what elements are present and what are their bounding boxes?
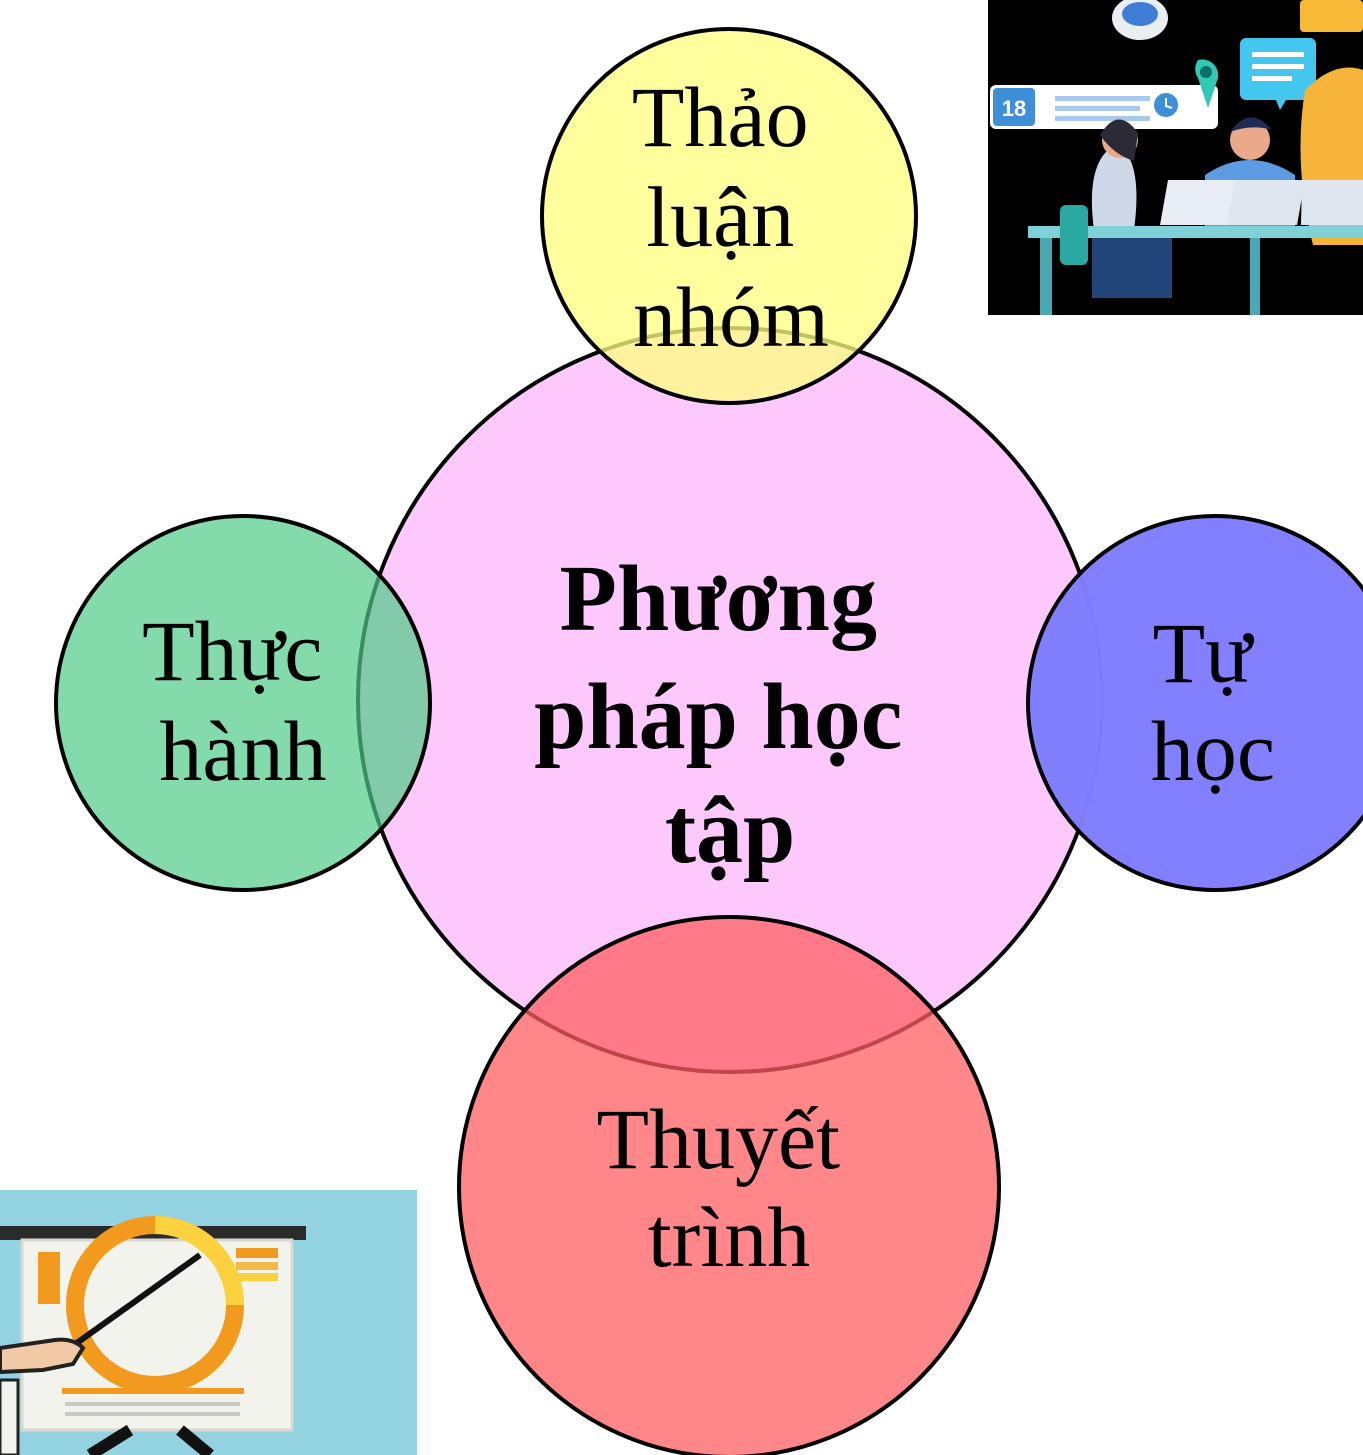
right-circle bbox=[1026, 514, 1363, 892]
right-label-line-2: học bbox=[1151, 703, 1275, 799]
top-label-line-2: luận bbox=[646, 169, 794, 265]
right-label-line-1: Tự bbox=[1153, 605, 1255, 701]
top-label-line-1: Thảo bbox=[632, 69, 809, 165]
calendar-number: 18 bbox=[1002, 96, 1026, 121]
center-label-line-3: tập bbox=[665, 779, 796, 883]
top-circle bbox=[540, 27, 918, 405]
team-meeting-illustration: 18 bbox=[988, 0, 1363, 315]
presentation-illustration bbox=[0, 1190, 417, 1455]
bottom-label-line-2: trình bbox=[648, 1189, 810, 1285]
left-label-line-1: Thực bbox=[142, 603, 322, 699]
top-label-line-3: nhóm bbox=[633, 269, 829, 365]
bottom-circle bbox=[457, 915, 1001, 1455]
center-label-line-2: pháp học bbox=[534, 665, 902, 769]
top-label: Thảo luận nhóm bbox=[632, 69, 830, 365]
left-circle bbox=[54, 514, 432, 892]
right-label: Tự học bbox=[1151, 605, 1275, 799]
bottom-label-line-1: Thuyết bbox=[596, 1091, 840, 1187]
bottom-label: Thuyết trình bbox=[596, 1091, 861, 1285]
left-label: Thực hành bbox=[142, 603, 344, 799]
left-label-line-2: hành bbox=[159, 703, 326, 799]
center-label-line-1: Phương bbox=[560, 547, 877, 651]
center-label: Phương pháp học tập bbox=[534, 547, 926, 883]
pointer-stick bbox=[58, 1252, 202, 1358]
